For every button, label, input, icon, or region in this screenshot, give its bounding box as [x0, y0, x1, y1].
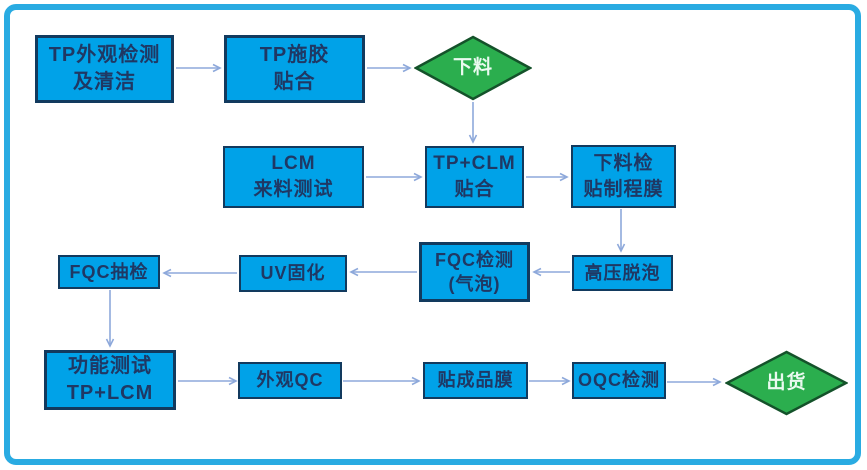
step-uv-curing: UV固化 [239, 255, 347, 292]
step-label-line: (气泡) [448, 274, 501, 294]
step-label-line: 外观QC [256, 370, 324, 391]
step-apply-product-film: 贴成品膜 [423, 362, 528, 399]
diamond-shape [725, 350, 848, 416]
step-label-line: TP+CLM [433, 153, 516, 175]
step-lcm-incoming-test: LCM 来料测试 [223, 146, 364, 208]
step-visual-qc: 外观QC [238, 362, 342, 399]
step-label-line: FQC抽检 [69, 261, 149, 282]
step-label-line: TP外观检测 [48, 44, 161, 66]
step-label-line: 来料测试 [253, 179, 334, 200]
step-label-line: LCM [271, 153, 316, 175]
step-label-line: TP施胶 [259, 44, 330, 66]
step-label-line: 贴制程膜 [583, 178, 664, 200]
decision-label: 出货 [766, 372, 807, 394]
step-label-line: 及清洁 [73, 71, 136, 93]
step-label-line: 贴合 [454, 179, 495, 200]
step-oqc-inspection: OQC检测 [572, 362, 666, 399]
diamond-shape [414, 35, 532, 101]
step-tp-clm-lamination: TP+CLM 贴合 [425, 146, 524, 208]
decision-label: 下料 [452, 57, 493, 79]
step-high-pressure-defoam: 高压脱泡 [572, 255, 673, 291]
step-fqc-test-bubbles: FQC检测 (气泡) [419, 242, 530, 302]
step-label-line: 下料检 [593, 152, 654, 174]
step-label-line: 贴合 [273, 71, 316, 93]
step-tp-glue-lamination: TP施胶 贴合 [224, 35, 365, 103]
step-function-test-tp-lcm: 功能测试 TP+LCM [44, 350, 176, 410]
step-label-line: 高压脱泡 [584, 262, 661, 283]
step-label-line: UV固化 [260, 263, 326, 284]
step-label-line: TP+LCM [66, 382, 154, 404]
step-fqc-sampling: FQC抽检 [58, 255, 160, 289]
decision-shipment: 出货 [725, 350, 848, 416]
step-tp-inspection-cleaning: TP外观检测 及清洁 [35, 35, 174, 103]
step-blanking-check-process-film: 下料检 贴制程膜 [571, 145, 676, 208]
step-label-line: OQC检测 [577, 370, 660, 391]
step-label-line: 功能测试 [68, 355, 152, 377]
decision-blanking: 下料 [414, 35, 532, 101]
step-label-line: FQC检测 [435, 249, 514, 270]
step-label-line: 贴成品膜 [437, 370, 514, 391]
